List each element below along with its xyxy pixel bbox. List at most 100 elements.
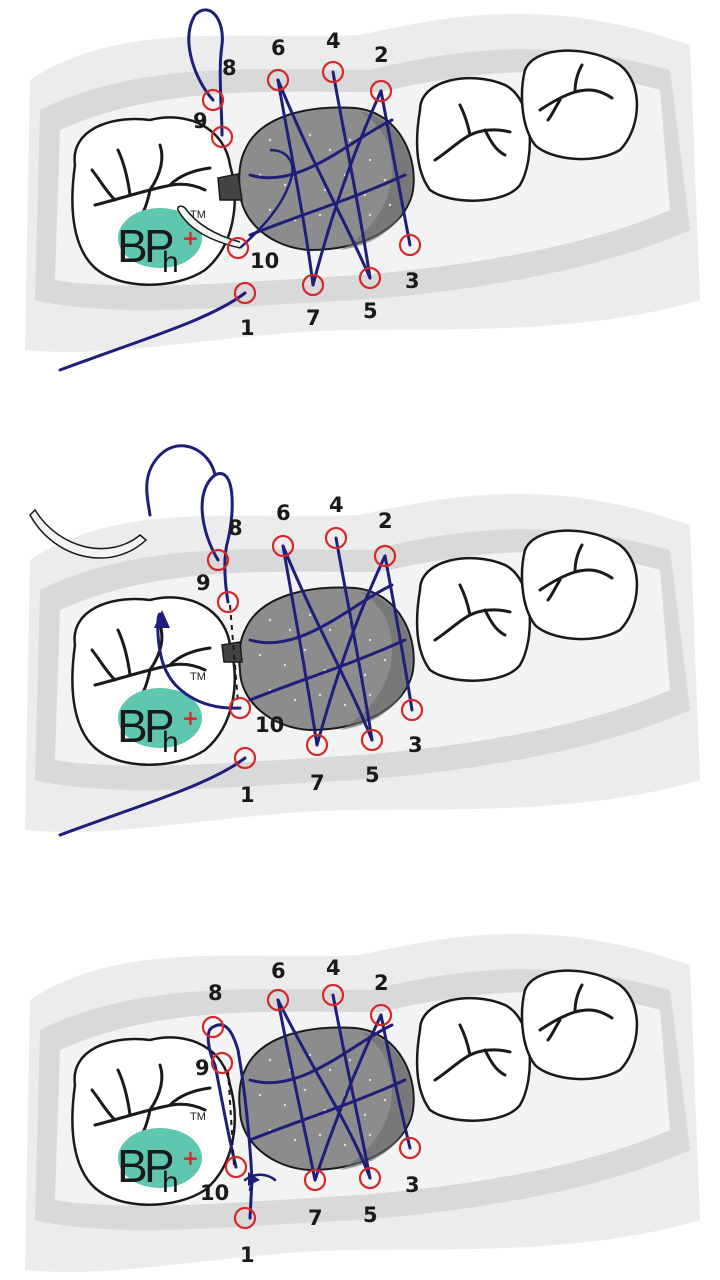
premolar-tooth-2 — [520, 529, 639, 641]
port-label-1: 1 — [240, 783, 255, 807]
curved-needle — [176, 205, 241, 249]
suture-loop-8-9 — [187, 8, 224, 137]
port-label-2: 2 — [374, 971, 389, 995]
port-label-7: 7 — [306, 306, 321, 330]
logo-letter-b: B — [117, 700, 148, 752]
suture-criss-cross — [248, 993, 412, 1182]
suture-ports — [201, 983, 422, 1230]
logo-letter-p: P — [144, 700, 175, 752]
port-label-5: 5 — [365, 763, 380, 787]
premolar-tooth-2 — [520, 49, 639, 161]
port-2 — [373, 544, 397, 568]
logo-letter-h: h — [162, 726, 179, 759]
port-label-1: 1 — [240, 316, 255, 340]
port-10 — [224, 1155, 248, 1179]
port-1 — [233, 281, 257, 305]
port-label-5: 5 — [363, 299, 378, 323]
bph-logo: B P h + TM — [117, 671, 206, 759]
port-2 — [369, 79, 393, 103]
diagram-svg-step-1: B P h + TM — [25, 8, 700, 372]
port-label-8: 8 — [222, 56, 237, 80]
port-3 — [400, 698, 424, 722]
logo-teal-ellipse — [118, 208, 202, 268]
diagram-svg-step-3: B P h + TM — [25, 933, 700, 1273]
premolar-1-fissure — [433, 583, 512, 642]
graft-shadow — [340, 112, 412, 250]
port-label-8: 8 — [208, 981, 223, 1005]
premolar-2-fissure — [538, 63, 614, 122]
premolar-tooth-1 — [415, 76, 532, 202]
port-label-4: 4 — [326, 29, 341, 53]
suture-tail-1 — [58, 756, 247, 837]
suture-to-needle — [145, 444, 217, 517]
port-label-10: 10 — [255, 713, 284, 737]
graft-texture — [258, 613, 387, 707]
port-label-10: 10 — [200, 1181, 229, 1205]
port-9 — [210, 1051, 234, 1075]
logo-letter-b: B — [117, 220, 148, 272]
port-6 — [271, 534, 295, 558]
logo-letter-h: h — [162, 1166, 179, 1199]
suture-arrow-up — [156, 612, 242, 710]
port-2 — [369, 1003, 393, 1027]
graft-shadow — [340, 592, 412, 730]
port-8 — [201, 1015, 225, 1039]
premolar-1-fissure — [433, 1023, 512, 1082]
logo-letter-p: P — [144, 1140, 175, 1192]
port-9 — [210, 125, 234, 149]
port-5 — [358, 266, 382, 290]
logo-tm: TM — [190, 1111, 206, 1123]
port-1 — [233, 746, 257, 770]
port-9 — [216, 590, 240, 614]
bph-logo: B P h + TM — [117, 1111, 206, 1199]
diagram-panel-step-2: B P h + TM — [0, 440, 720, 840]
port-4 — [321, 983, 345, 1007]
port-label-3: 3 — [405, 269, 420, 293]
port-8 — [201, 88, 225, 112]
port-label-5: 5 — [363, 1203, 378, 1227]
suture-tail-1 — [58, 291, 247, 372]
logo-letter-h: h — [162, 246, 179, 279]
premolar-tooth-1 — [415, 556, 532, 682]
logo-teal-ellipse — [118, 1128, 202, 1188]
graft-shadow — [340, 1032, 412, 1170]
logo-plus: + — [182, 706, 199, 730]
port-label-6: 6 — [276, 501, 291, 525]
logo-plus: + — [182, 226, 199, 250]
arrow-up-icon — [154, 610, 170, 628]
port-10 — [228, 696, 252, 720]
logo-tm: TM — [190, 671, 206, 683]
port-7 — [301, 273, 325, 297]
premolar-tooth-1 — [415, 996, 532, 1122]
port-1 — [233, 1206, 257, 1230]
port-4 — [324, 526, 348, 550]
port-label-9: 9 — [195, 1056, 210, 1080]
arrow-knot-icon — [248, 1172, 260, 1186]
port-label-4: 4 — [326, 956, 341, 980]
suture-ports — [206, 526, 424, 770]
port-label-1: 1 — [240, 1243, 255, 1267]
port-3 — [398, 233, 422, 257]
port-label-3: 3 — [405, 1173, 420, 1197]
graft-tab — [217, 173, 243, 201]
logo-letter-p: P — [144, 220, 175, 272]
port-label-7: 7 — [310, 771, 325, 795]
curved-needle — [29, 508, 148, 559]
port-label-8: 8 — [228, 516, 243, 540]
suture-dashed-behind — [229, 604, 239, 703]
premolar-1-fissure — [433, 103, 512, 162]
suture-criss-cross — [248, 536, 414, 747]
port-6 — [266, 988, 290, 1012]
premolar-2-fissure — [538, 983, 614, 1042]
port-7 — [303, 1168, 327, 1192]
port-7 — [305, 733, 329, 757]
suture-criss-cross — [248, 70, 412, 287]
graft-tab — [221, 641, 243, 663]
port-10 — [226, 236, 250, 260]
port-6 — [266, 68, 290, 92]
bph-logo: B P h + TM — [117, 208, 206, 279]
port-8 — [206, 548, 230, 572]
logo-teal-ellipse — [118, 688, 202, 748]
suture-behind-graft — [239, 148, 294, 249]
suture-ports — [201, 60, 422, 305]
